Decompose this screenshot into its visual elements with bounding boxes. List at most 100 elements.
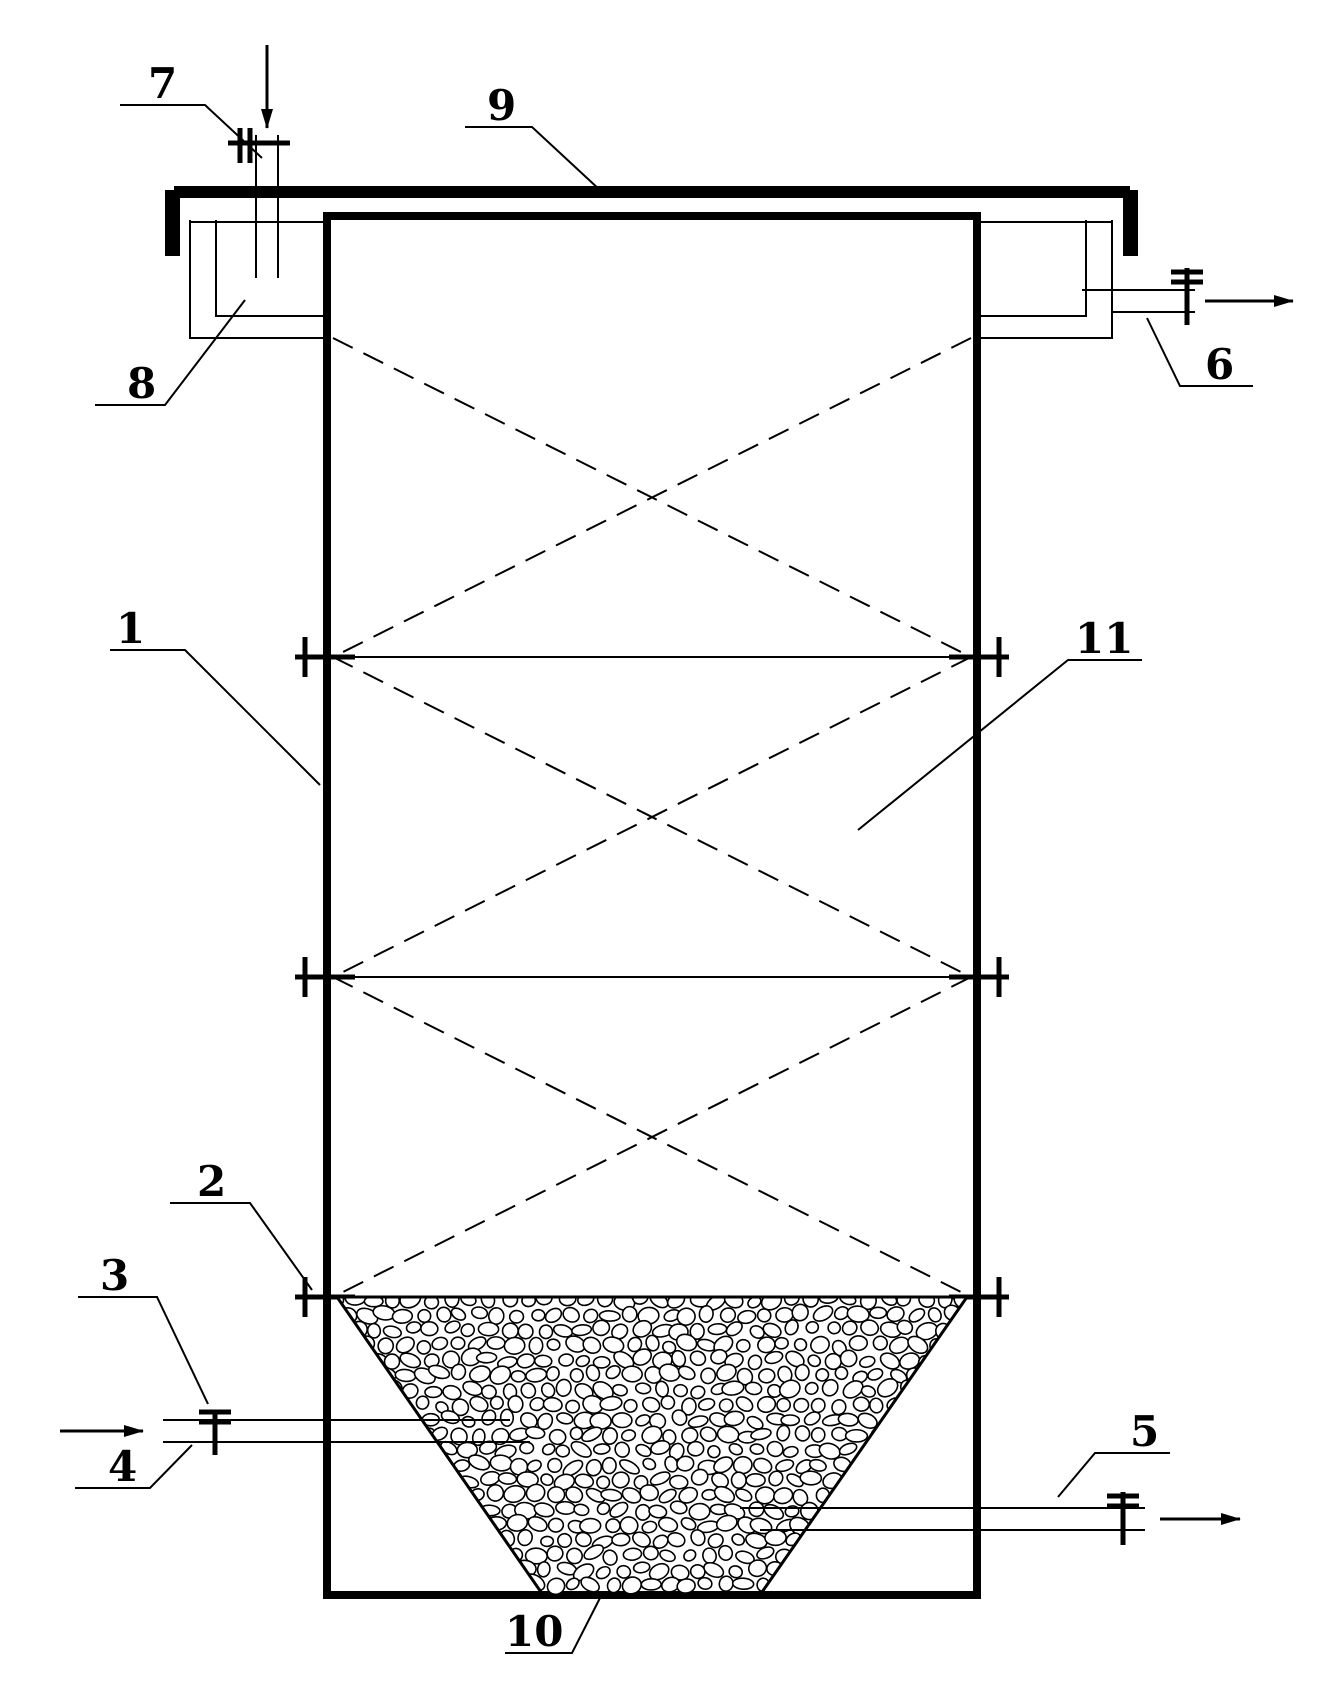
gravel-pebble (450, 1307, 467, 1321)
gravel-pebble (716, 1363, 737, 1382)
gravel-pebble (489, 1579, 513, 1592)
gravel-pebble (719, 1307, 737, 1324)
gravel-pebble (735, 1488, 753, 1502)
gravel-pebble (849, 1517, 864, 1534)
gravel-pebble (401, 1503, 421, 1520)
gravel-pebble (337, 1367, 351, 1383)
gravel-pebble (466, 1516, 488, 1534)
gravel-pebble (784, 1319, 799, 1336)
gravel-pebble (899, 1560, 918, 1577)
gravel-pebble (441, 1534, 460, 1551)
gravel-pebble (723, 1410, 745, 1427)
gravel-pebble (380, 1443, 403, 1458)
gravel-pebble (914, 1469, 935, 1486)
gravel-pebble (411, 1573, 435, 1593)
gravel-pebble (486, 1484, 505, 1502)
gravel-pebble (392, 1575, 412, 1591)
gravel-pebble (483, 1560, 498, 1576)
gravel-pebble (527, 1515, 548, 1532)
gravel-pebble (660, 1395, 676, 1410)
gravel-pebble (899, 1473, 918, 1492)
gravel-pebble (614, 1441, 631, 1458)
gravel-pebble (877, 1444, 898, 1460)
gravel-pebble (577, 1297, 595, 1307)
gravel-pebble (807, 1354, 822, 1368)
gravel-pebble (926, 1546, 943, 1560)
gravel-pebble (501, 1322, 519, 1340)
gravel-pebble (689, 1564, 706, 1580)
gravel-pebble (917, 1562, 936, 1580)
gravel-pebble (499, 1408, 515, 1427)
gravel-pebble (358, 1398, 375, 1412)
gravel-pebble (949, 1457, 964, 1473)
gravel-pebble (337, 1426, 356, 1446)
gravel-pebble (431, 1336, 449, 1351)
gravel-pebble (611, 1471, 630, 1489)
gravel-pebble (764, 1350, 784, 1365)
gravel-pebble (805, 1320, 820, 1334)
gravel-pebble (886, 1306, 905, 1323)
gravel-pebble (502, 1297, 519, 1308)
gravel-pebble (480, 1384, 497, 1400)
gravel-pebble (337, 1516, 353, 1536)
gravel-pebble (365, 1531, 384, 1548)
gravel-pebble (923, 1399, 943, 1412)
gravel-pebble (525, 1483, 546, 1503)
gravel-pebble (384, 1471, 406, 1489)
gravel-pebble (687, 1415, 709, 1428)
gravel-pebble (841, 1320, 858, 1336)
gravel-pebble (768, 1470, 784, 1487)
gravel-pebble (620, 1429, 637, 1442)
gravel-pebble (542, 1396, 563, 1413)
gravel-pebble (804, 1381, 819, 1395)
gravel-pebble (621, 1576, 642, 1595)
gravel-pebble (896, 1319, 914, 1335)
gravel-pebble (337, 1321, 348, 1338)
gravel-pebble (747, 1559, 768, 1578)
gravel-pebble (605, 1518, 621, 1534)
gravel-pebble (423, 1297, 440, 1310)
label-6: 6 (1205, 340, 1234, 389)
gravel-pebble (444, 1297, 460, 1309)
gravel-pebble (538, 1324, 554, 1340)
gravel-pebble (649, 1297, 669, 1309)
gravel-pebble (467, 1454, 491, 1471)
gravel-pebble (510, 1370, 527, 1383)
gravel-pebble (683, 1549, 697, 1562)
gravel-pebble (366, 1322, 382, 1339)
gravel-pebble (947, 1486, 964, 1501)
gravel-pebble (545, 1366, 560, 1382)
gravel-pebble (460, 1323, 476, 1338)
gravel-pebble (416, 1339, 432, 1355)
gravel-pebble (342, 1499, 363, 1519)
gravel-pebble (911, 1577, 926, 1591)
gravel-pebble (676, 1455, 695, 1472)
gravel-pebble (678, 1486, 699, 1504)
gravel-pebble (642, 1545, 659, 1561)
gravel-pebble (363, 1383, 384, 1399)
gravel-pebble (480, 1297, 496, 1309)
label-4: 4 (108, 1442, 137, 1491)
gravel-pebble (887, 1545, 905, 1561)
gravel-pebble (354, 1516, 375, 1533)
gravel-pebble (461, 1502, 477, 1515)
gravel-pebble (562, 1306, 580, 1323)
gravel-pebble (635, 1503, 651, 1521)
gravel-pebble (934, 1561, 950, 1579)
gravel-pebble (632, 1319, 653, 1338)
gravel-pebble (475, 1351, 498, 1364)
label-10: 10 (505, 1607, 563, 1656)
label-8: 8 (127, 359, 156, 408)
gravel-pebble (441, 1501, 459, 1518)
label-3: 3 (100, 1251, 129, 1300)
gravel-pebble (430, 1487, 449, 1503)
gravel-pebble (860, 1319, 880, 1337)
gravel-pebble (794, 1363, 810, 1382)
gravel-pebble (946, 1366, 967, 1383)
gravel-pebble (936, 1441, 958, 1456)
gravel-pebble (565, 1577, 580, 1591)
gravel-pebble (681, 1397, 697, 1416)
gravel-pebble (821, 1378, 839, 1397)
gravel-pebble (834, 1366, 849, 1381)
gravel-pebble (833, 1306, 850, 1321)
